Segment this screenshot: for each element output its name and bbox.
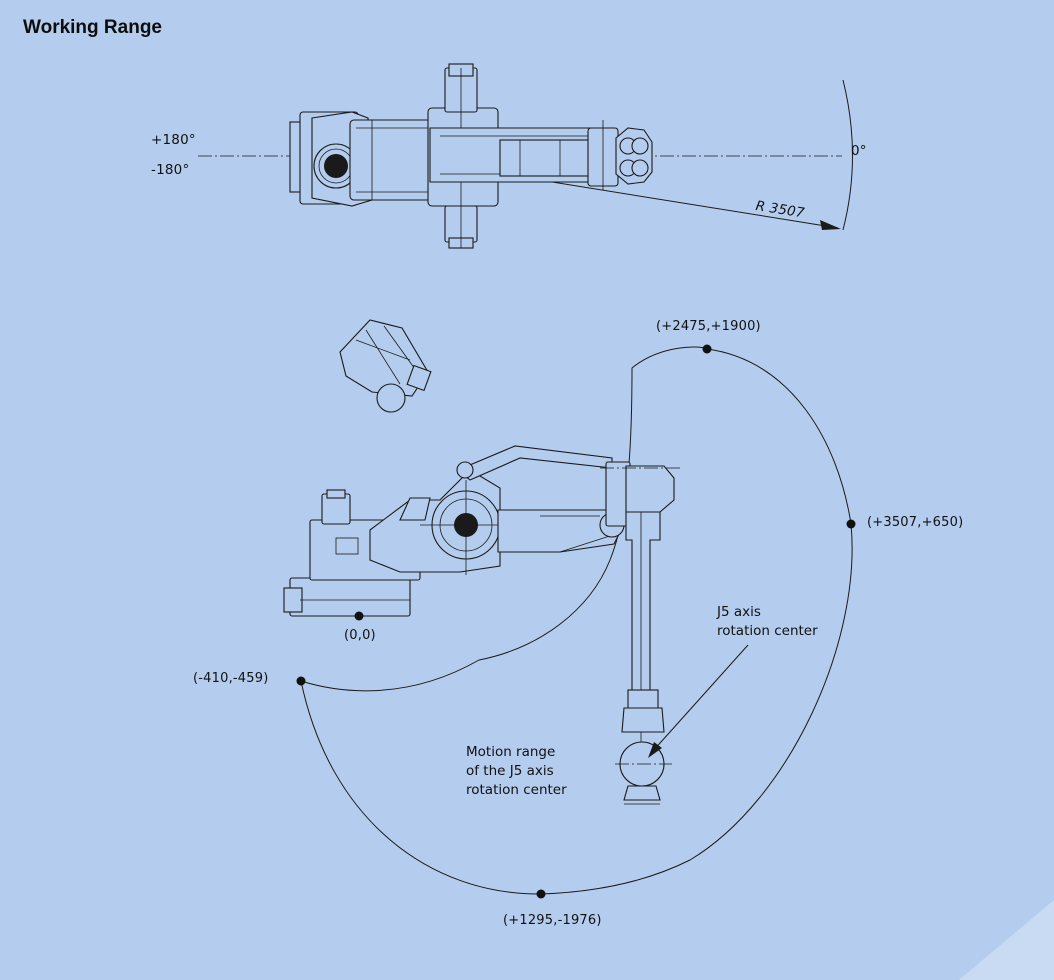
angle-positive-label: +180° [151,132,196,148]
point-origin-label: (0,0) [344,628,376,643]
j5-arrowhead [648,742,662,758]
angle-negative-label: -180° [151,162,190,178]
motion-range-note-line-3: rotation center [466,782,567,798]
point-right-dot [846,519,856,529]
motion-range-note-line-2: of the J5 axis [466,763,554,779]
j5-axis-note: J5 axis rotation center [717,603,818,641]
point-bottom-dot [536,889,546,899]
j5-axis-note-line-1: J5 axis [717,604,761,620]
point-bottom-label: (+1295,-1976) [503,913,602,928]
side-view [283,319,856,899]
page-title: Working Range [23,17,162,38]
wrist-detail [339,319,432,413]
point-origin-dot [354,611,364,621]
top-view-range-arc [842,79,853,231]
point-top-label: (+2475,+1900) [656,319,761,334]
point-top-dot [702,344,712,354]
j5-leader-line [651,644,749,753]
top-view-robot [289,63,653,249]
point-left-label: (-410,-459) [193,671,269,686]
point-left-dot [296,676,306,686]
j5-axis-note-line-2: rotation center [717,623,818,639]
motion-range-note-line-1: Motion range [466,744,556,760]
angle-zero-label: 0° [851,143,867,159]
top-view [198,63,853,249]
motion-range-note: Motion range of the J5 axis rotation cen… [466,743,567,800]
point-right-label: (+3507,+650) [867,515,964,530]
radius-arrowhead [820,220,841,230]
corner-decoration [959,900,1054,980]
side-view-robot [283,445,680,805]
